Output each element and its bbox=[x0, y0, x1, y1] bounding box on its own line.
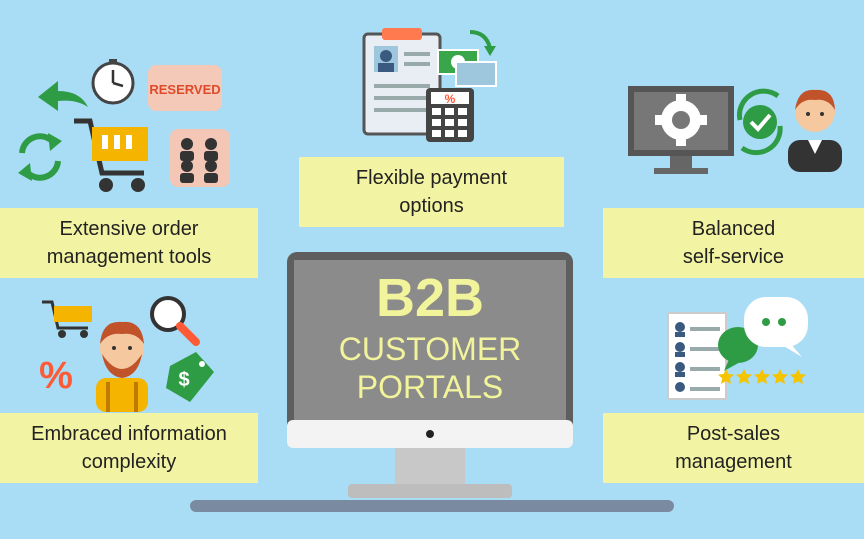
payment-illustration: % bbox=[362, 28, 497, 142]
chat-bubble-icon bbox=[718, 297, 808, 371]
magnifier-icon bbox=[150, 296, 200, 346]
shopping-cart-icon bbox=[74, 118, 148, 192]
cart-icon bbox=[42, 300, 92, 338]
feature-info-complexity-line1: Embraced information bbox=[31, 423, 227, 445]
feature-post-sales: Post-sales management bbox=[603, 413, 864, 483]
monitor-line2: PORTALS bbox=[357, 369, 503, 405]
monitor-line1: CUSTOMER bbox=[339, 331, 522, 367]
monitor-power-dot bbox=[426, 430, 434, 438]
feature-self-service-line2: self-service bbox=[682, 246, 785, 268]
percent-sign-large: % bbox=[39, 355, 73, 397]
feature-order-tools-line1: Extensive order bbox=[59, 218, 199, 240]
monitor-screen bbox=[294, 260, 566, 432]
money-exchange-icon bbox=[437, 30, 497, 87]
feature-self-service: Balanced self-service bbox=[603, 208, 864, 278]
order-tools-illustration: RESERVED bbox=[18, 59, 230, 192]
self-service-illustration bbox=[628, 86, 842, 174]
monitor-base bbox=[348, 484, 512, 498]
reserved-stamp-text: RESERVED bbox=[149, 82, 220, 97]
feature-info-complexity-line2: complexity bbox=[81, 451, 177, 473]
feature-payment-line1: Flexible payment bbox=[355, 167, 508, 189]
feature-post-sales-line2: management bbox=[675, 451, 792, 473]
feature-post-sales-line1: Post-sales bbox=[686, 423, 781, 445]
svg-text:$: $ bbox=[178, 369, 189, 391]
feature-info-complexity: Embraced information complexity bbox=[0, 413, 258, 483]
undo-arrow-icon bbox=[38, 81, 88, 111]
id-card-icon bbox=[362, 28, 442, 136]
stars-rating-icon bbox=[718, 369, 806, 384]
clock-icon bbox=[91, 59, 135, 105]
desk-line bbox=[190, 500, 674, 512]
reserved-stamp-icon: RESERVED bbox=[148, 65, 222, 111]
percent-sign-calculator: % bbox=[445, 92, 456, 106]
contact-list-icon bbox=[667, 312, 727, 400]
monitor-title: B2B bbox=[376, 268, 484, 328]
gear-icon bbox=[655, 94, 707, 146]
post-sales-illustration bbox=[667, 297, 808, 400]
checkmark-sync-icon bbox=[737, 88, 783, 156]
calculator-icon: % bbox=[426, 88, 474, 142]
users-icon bbox=[170, 129, 230, 187]
info-complexity-illustration: % $ bbox=[39, 296, 214, 412]
percent-icon: % bbox=[39, 355, 73, 397]
customer-avatar-icon bbox=[788, 89, 842, 172]
price-tag-icon: $ bbox=[166, 352, 214, 402]
refresh-icon bbox=[18, 133, 62, 181]
feature-order-tools: Extensive order management tools bbox=[0, 208, 258, 278]
central-monitor: B2B CUSTOMER PORTALS bbox=[190, 252, 674, 512]
feature-self-service-line1: Balanced bbox=[691, 218, 776, 240]
man-avatar-icon bbox=[96, 321, 148, 412]
monitor-neck bbox=[395, 448, 465, 490]
feature-order-tools-line2: management tools bbox=[46, 246, 212, 268]
feature-payment-line2: options bbox=[399, 195, 464, 217]
feature-payment: Flexible payment options bbox=[299, 157, 564, 227]
